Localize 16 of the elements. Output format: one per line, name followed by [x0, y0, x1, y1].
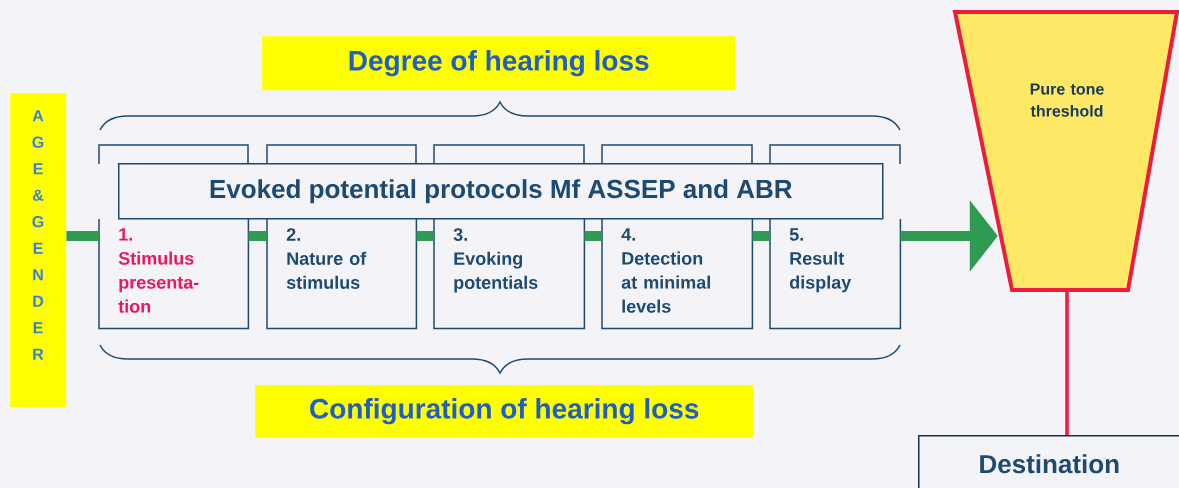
connector-line	[416, 231, 434, 241]
connector-line	[584, 231, 602, 241]
connector-line	[248, 231, 267, 241]
age-band: A G E & G E N D E R	[10, 93, 67, 408]
step-box: 4. Detection at minimal levels	[601, 218, 754, 330]
connector-line	[752, 231, 770, 241]
step-box: 5. Result display	[769, 218, 902, 330]
heading-box: Degree of hearing loss	[262, 36, 736, 91]
step-box: 2. Nature of stimulus	[266, 218, 418, 330]
title-box: Evoked potential protocols Mf ASSEP and ABR	[118, 163, 884, 220]
step-box: 3. Evoking potentials	[433, 218, 586, 330]
connector-line	[66, 231, 99, 241]
step-box: 1. Stimulus presenta-tion	[98, 218, 250, 330]
heading-box: Configuration of hearing loss	[255, 385, 754, 438]
destination-box: Destination	[918, 435, 1179, 488]
connector-line	[1065, 290, 1069, 435]
